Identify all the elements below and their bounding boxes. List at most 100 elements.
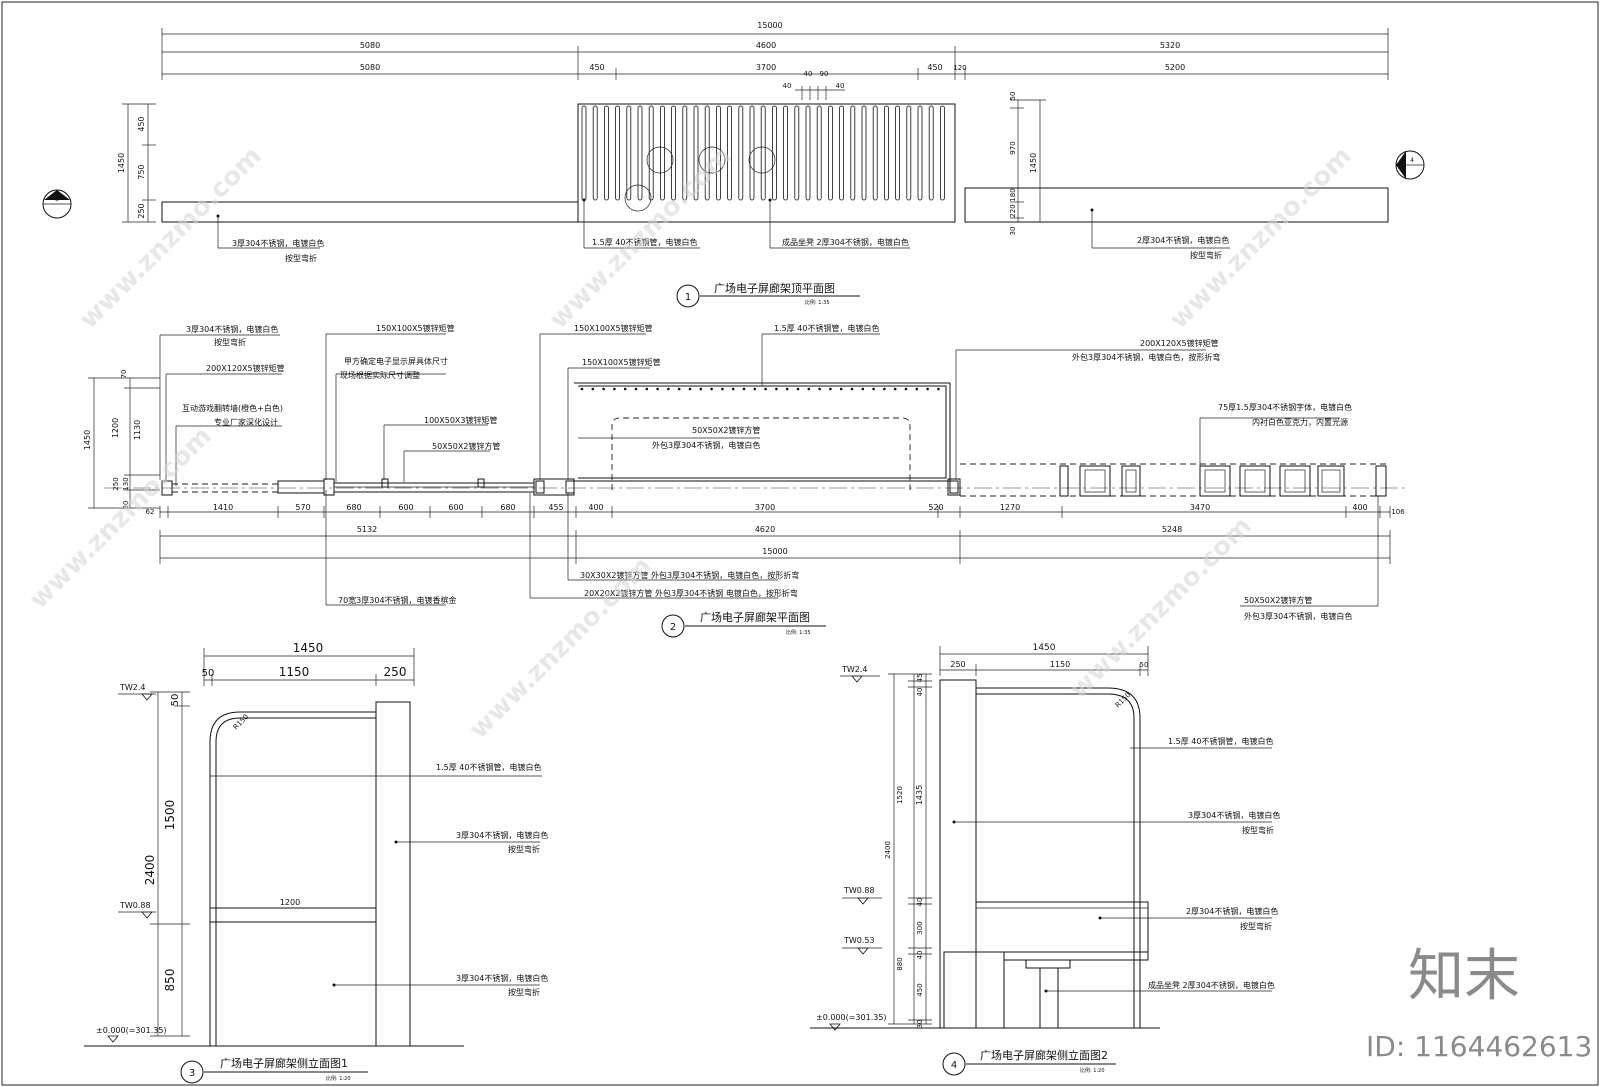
dim: 4600	[756, 41, 776, 50]
tube-dot	[688, 387, 692, 391]
tube-dot	[710, 387, 713, 391]
note: 150X100X5镀锌矩管	[582, 357, 661, 367]
floor-plan-view: 1450 70 1200 1130 250 130 30	[83, 323, 1408, 638]
level-mark: ±0.000(=301.35)	[96, 1026, 167, 1035]
tube-rail	[895, 105, 900, 201]
column-post	[947, 478, 961, 496]
right-wall-plan	[964, 187, 1389, 223]
tube-dot	[839, 387, 843, 391]
level-mark: TW2.4	[841, 665, 868, 674]
tube-rail	[872, 105, 878, 201]
tube-dot	[753, 387, 757, 391]
note: 30X30X2镀锌方管 外包3厚304不锈钢，电镀白色，按形折弯	[580, 570, 799, 580]
note: 150X100X5镀锌矩管	[574, 323, 653, 333]
dim: 1450	[117, 153, 126, 173]
dim: 90	[820, 70, 829, 78]
note: 1.5厚 40不锈钢管，电镀白色	[774, 323, 879, 333]
side-panel	[939, 679, 977, 1029]
column-post	[323, 478, 335, 496]
dim: 5320	[1160, 41, 1180, 50]
tube-rail	[626, 105, 632, 201]
note: 专业厂家深化设计	[214, 417, 278, 427]
tube-rail	[928, 105, 934, 201]
dim: 5080	[360, 63, 380, 72]
plan1-right-dimensions: 50 970 180 220 30 1450	[1009, 92, 1046, 235]
tube-dot	[904, 387, 908, 391]
dim: 680	[500, 503, 515, 512]
curved-tube	[976, 687, 1141, 1028]
side-elevation-2: 1450 250 1150 50 45 40 1435 40 300 40 45…	[810, 643, 1280, 1076]
tube-rail	[693, 105, 699, 201]
section-number: 3	[55, 196, 59, 203]
tube-rail	[660, 105, 665, 201]
dim: 50	[1009, 92, 1017, 101]
elev4-title: 4 广场电子屏廊架侧立面图2 比例: 1:20	[942, 1048, 1116, 1076]
elev4-top-dimensions: 1450 250 1150 50	[939, 643, 1148, 676]
watermark-text: www.znzmo.com	[544, 141, 738, 335]
tube-dot	[634, 387, 638, 391]
dim: 1450	[1033, 643, 1056, 653]
small-post	[381, 478, 389, 488]
dim: 1200	[280, 898, 300, 907]
dim: 450	[589, 63, 604, 72]
elev3-levels: TW2.4 TW0.88 ±0.000(=301.35)	[84, 683, 464, 1047]
dim: 300	[916, 921, 924, 934]
dim-total: 15000	[757, 21, 782, 30]
dim: 15000	[762, 547, 787, 556]
tube-dot	[796, 387, 800, 391]
dim: 5248	[1162, 525, 1182, 534]
tube-dot	[829, 387, 832, 391]
tube-dot	[775, 387, 778, 391]
plan2-callouts: 3厚304不锈钢，电镀白色 按型弯折 200X120X5镀锌矩管 互动游戏翻转墙…	[159, 323, 1379, 621]
note: 甲方确定电子显示屏具体尺寸	[344, 356, 448, 366]
dim: 2400	[143, 855, 157, 886]
dim: 220	[1009, 204, 1017, 217]
note: 按型弯折	[508, 987, 540, 997]
drawing-scale: 比例: 1:20	[1080, 1067, 1105, 1074]
seat-circle	[646, 146, 674, 174]
dim: 250	[384, 665, 407, 679]
tube-dot	[850, 387, 854, 391]
seat-circle	[698, 146, 726, 174]
dim: 3470	[1190, 503, 1210, 512]
dim: 40	[916, 898, 924, 907]
dim: 2400	[884, 841, 892, 859]
tube-rail	[917, 105, 923, 201]
dim: 880	[896, 957, 904, 970]
dim: 40	[783, 82, 792, 90]
dim: 50	[202, 668, 215, 679]
dim: 120	[953, 64, 966, 72]
elev3-left-dimensions: 50 1500 2400 850	[143, 691, 190, 1037]
tube-dot	[645, 387, 649, 391]
bench-top	[1003, 951, 1149, 961]
tube-dot	[764, 387, 767, 391]
bench-back	[975, 901, 1149, 953]
tube-rails	[581, 105, 945, 201]
dim: 1450	[1029, 153, 1038, 173]
elev4-levels: TW2.4 TW0.88 TW0.53 ±0.000(=301.35)	[810, 665, 1160, 1031]
tube-rail	[884, 105, 889, 201]
tube-rail	[581, 105, 587, 201]
tube-rail	[704, 105, 710, 201]
dim: 1450	[83, 430, 92, 450]
dim: 570	[295, 503, 310, 512]
tube-dot	[861, 387, 865, 391]
drawing-scale: 比例: 1:35	[805, 299, 830, 306]
column-post	[535, 480, 545, 494]
tube-rail	[604, 105, 609, 201]
seat-board	[209, 907, 377, 923]
tube-dot	[937, 387, 940, 391]
seat-circle	[624, 184, 652, 212]
dim: 400	[588, 503, 603, 512]
note: 50X50X2镀锌方管	[1244, 595, 1312, 605]
dim: 3700	[755, 503, 775, 512]
note: 互动游戏翻转墙(橙色+白色)	[182, 403, 283, 413]
dim: 1200	[111, 418, 120, 438]
tube-rail	[861, 105, 867, 201]
tube-rail	[671, 105, 676, 201]
dim: 850	[163, 969, 177, 992]
dim: 180	[1009, 188, 1017, 201]
tube-rail	[794, 105, 800, 201]
note: 按型弯折	[508, 844, 540, 854]
note: 内衬白色亚克力，内置光源	[1252, 417, 1348, 427]
